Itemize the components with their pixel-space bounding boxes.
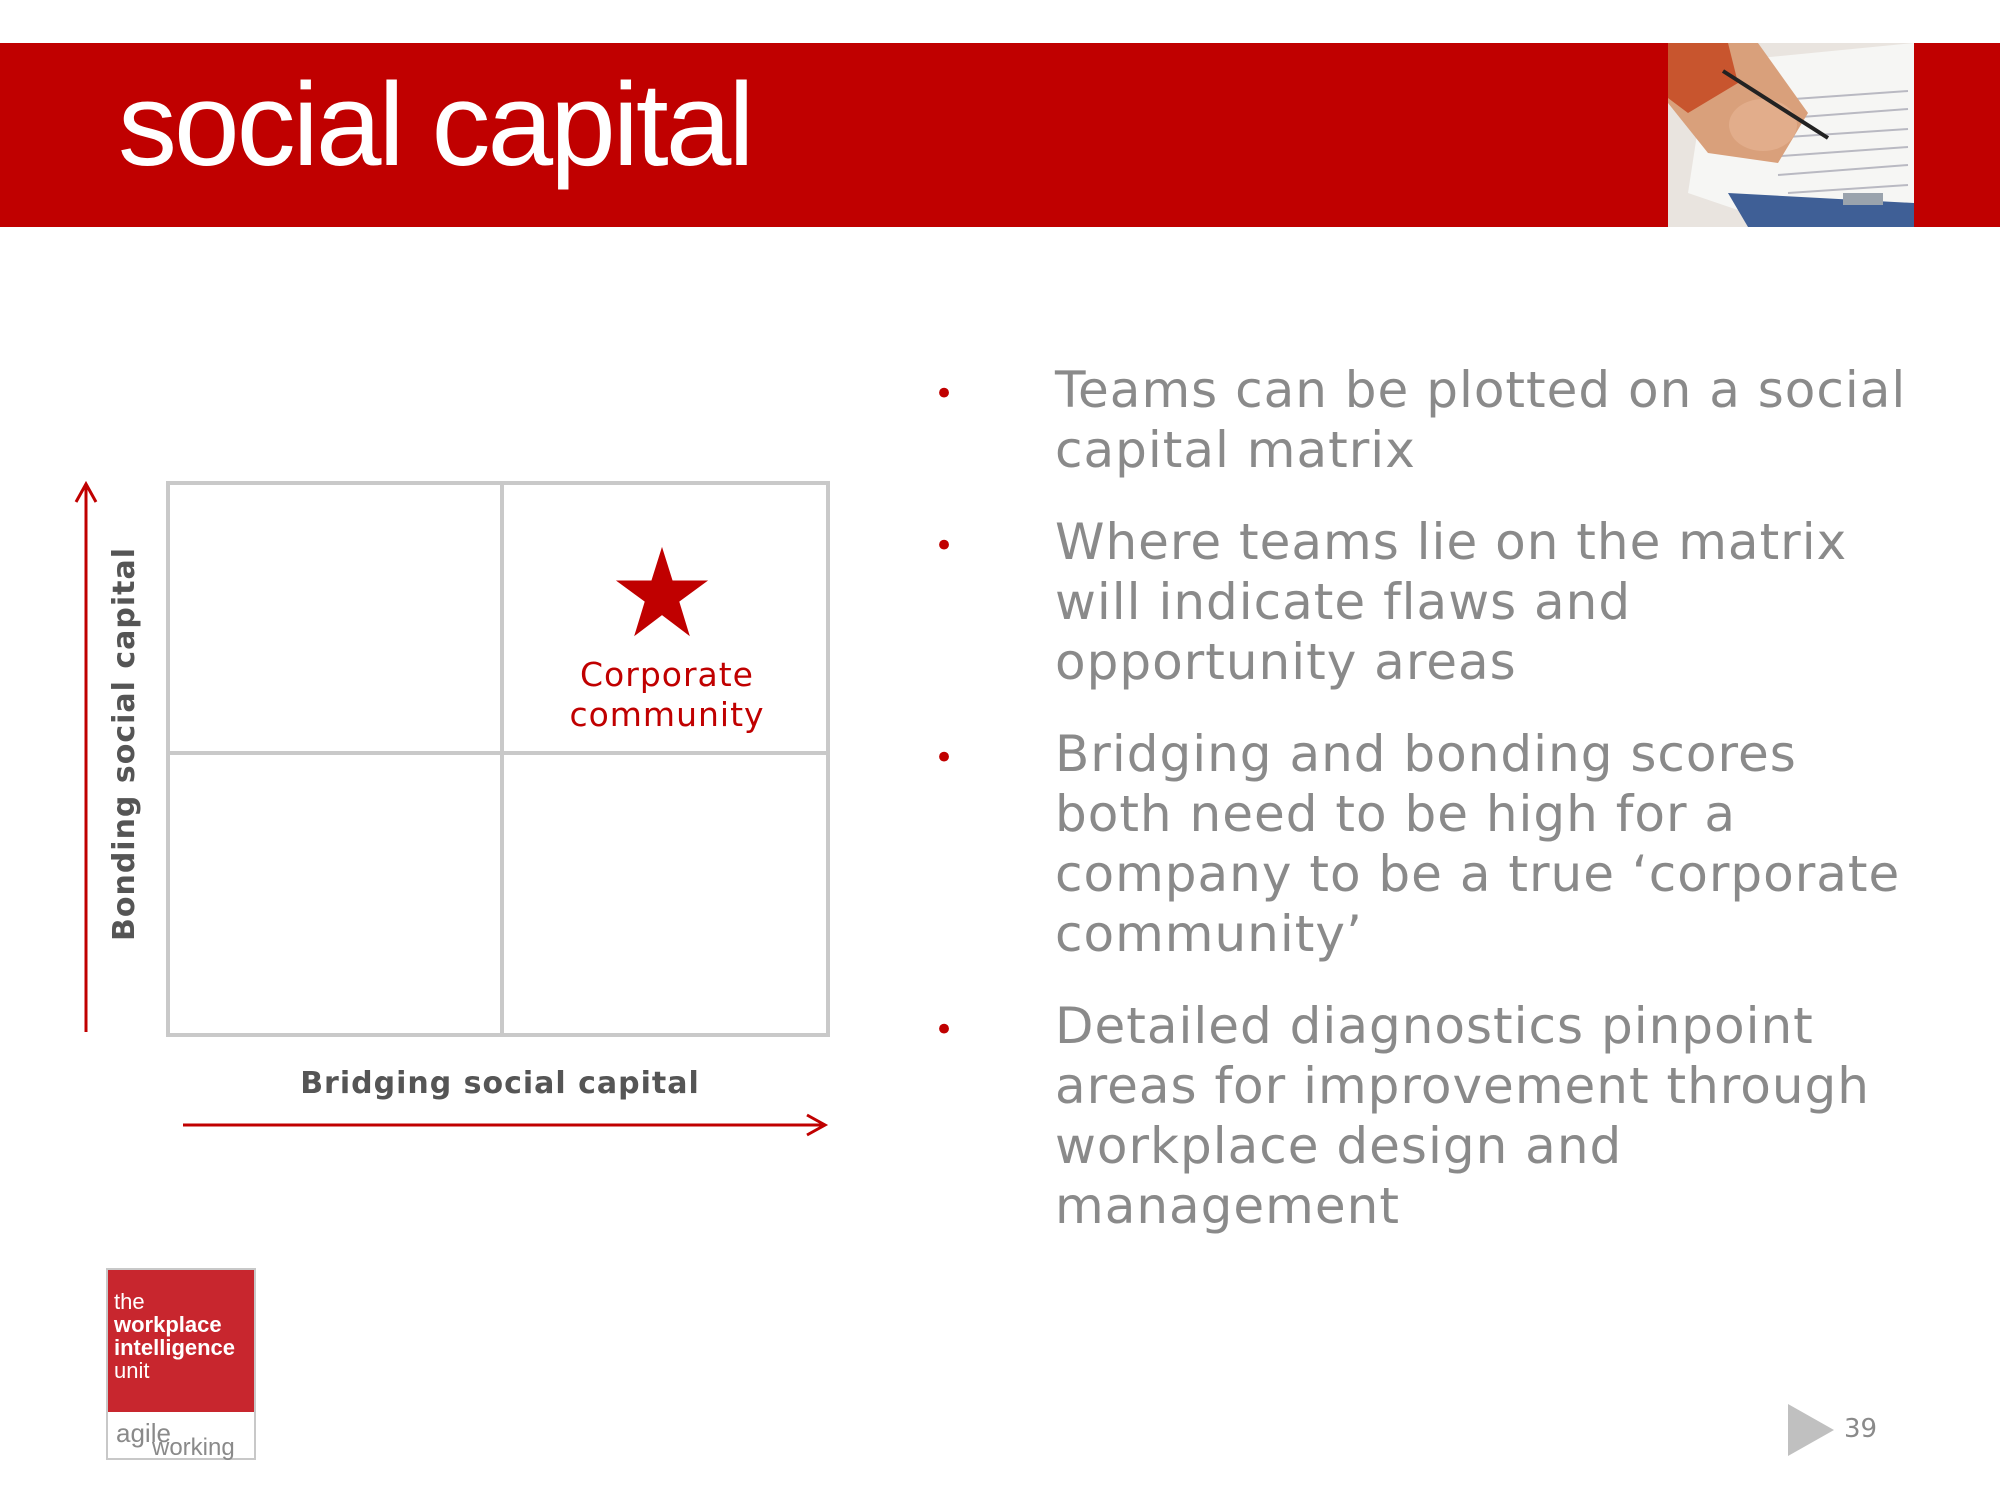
logo-agile-working: agile working [116,1416,256,1461]
logo-line-intelligence: intelligence [114,1335,236,1360]
list-item: • Detailed diagnostics pinpoint areas fo… [930,996,1930,1236]
bullet-dot-icon: • [934,526,955,566]
header-photo-writing-hand [1668,43,1914,227]
bullet-text: Where teams lie on the matrix will indic… [1055,513,1848,691]
matrix-horizontal-divider-left [170,751,500,755]
social-capital-matrix: Corporate community [166,481,830,1037]
logo-line-workplace: workplace [114,1312,222,1337]
workplace-intelligence-unit-logo: the workplace intelligence unit agile wo… [106,1268,256,1461]
bullet-text: Teams can be plotted on a social capital… [1055,361,1907,479]
quadrant-label-corporate-community: Corporate community [569,655,765,734]
y-axis-label: Bonding social capital [107,546,142,942]
bullet-dot-icon: • [934,1010,955,1050]
page-title: social capital [118,59,755,191]
logo-line-the: the [114,1289,145,1314]
matrix-vertical-divider [500,485,504,1033]
logo-red-block: the workplace intelligence unit [108,1270,254,1412]
bullet-text: Detailed diagnostics pinpoint areas for … [1055,997,1870,1235]
y-axis-arrow [74,480,98,1032]
x-axis-arrow [183,1113,829,1137]
bullet-dot-icon: • [934,374,955,414]
logo-working-text: working [152,1434,235,1461]
bullet-text: Bridging and bonding scores both need to… [1055,725,1901,963]
x-axis-label: Bridging social capital [300,1066,700,1101]
page-number: 39 [1844,1414,1878,1444]
logo-agile-text: agile [116,1418,171,1448]
bullet-dot-icon: • [934,738,955,778]
star-icon [615,546,709,637]
logo-line-unit: unit [114,1358,150,1383]
bullet-list: • Teams can be plotted on a social capit… [930,360,1930,1268]
list-item: • Bridging and bonding scores both need … [930,724,1930,964]
list-item: • Teams can be plotted on a social capit… [930,360,1930,480]
header-bar [0,43,2000,227]
list-item: • Where teams lie on the matrix will ind… [930,512,1930,692]
matrix-horizontal-divider-right [500,751,830,755]
next-slide-arrow-icon[interactable] [1786,1402,1836,1458]
